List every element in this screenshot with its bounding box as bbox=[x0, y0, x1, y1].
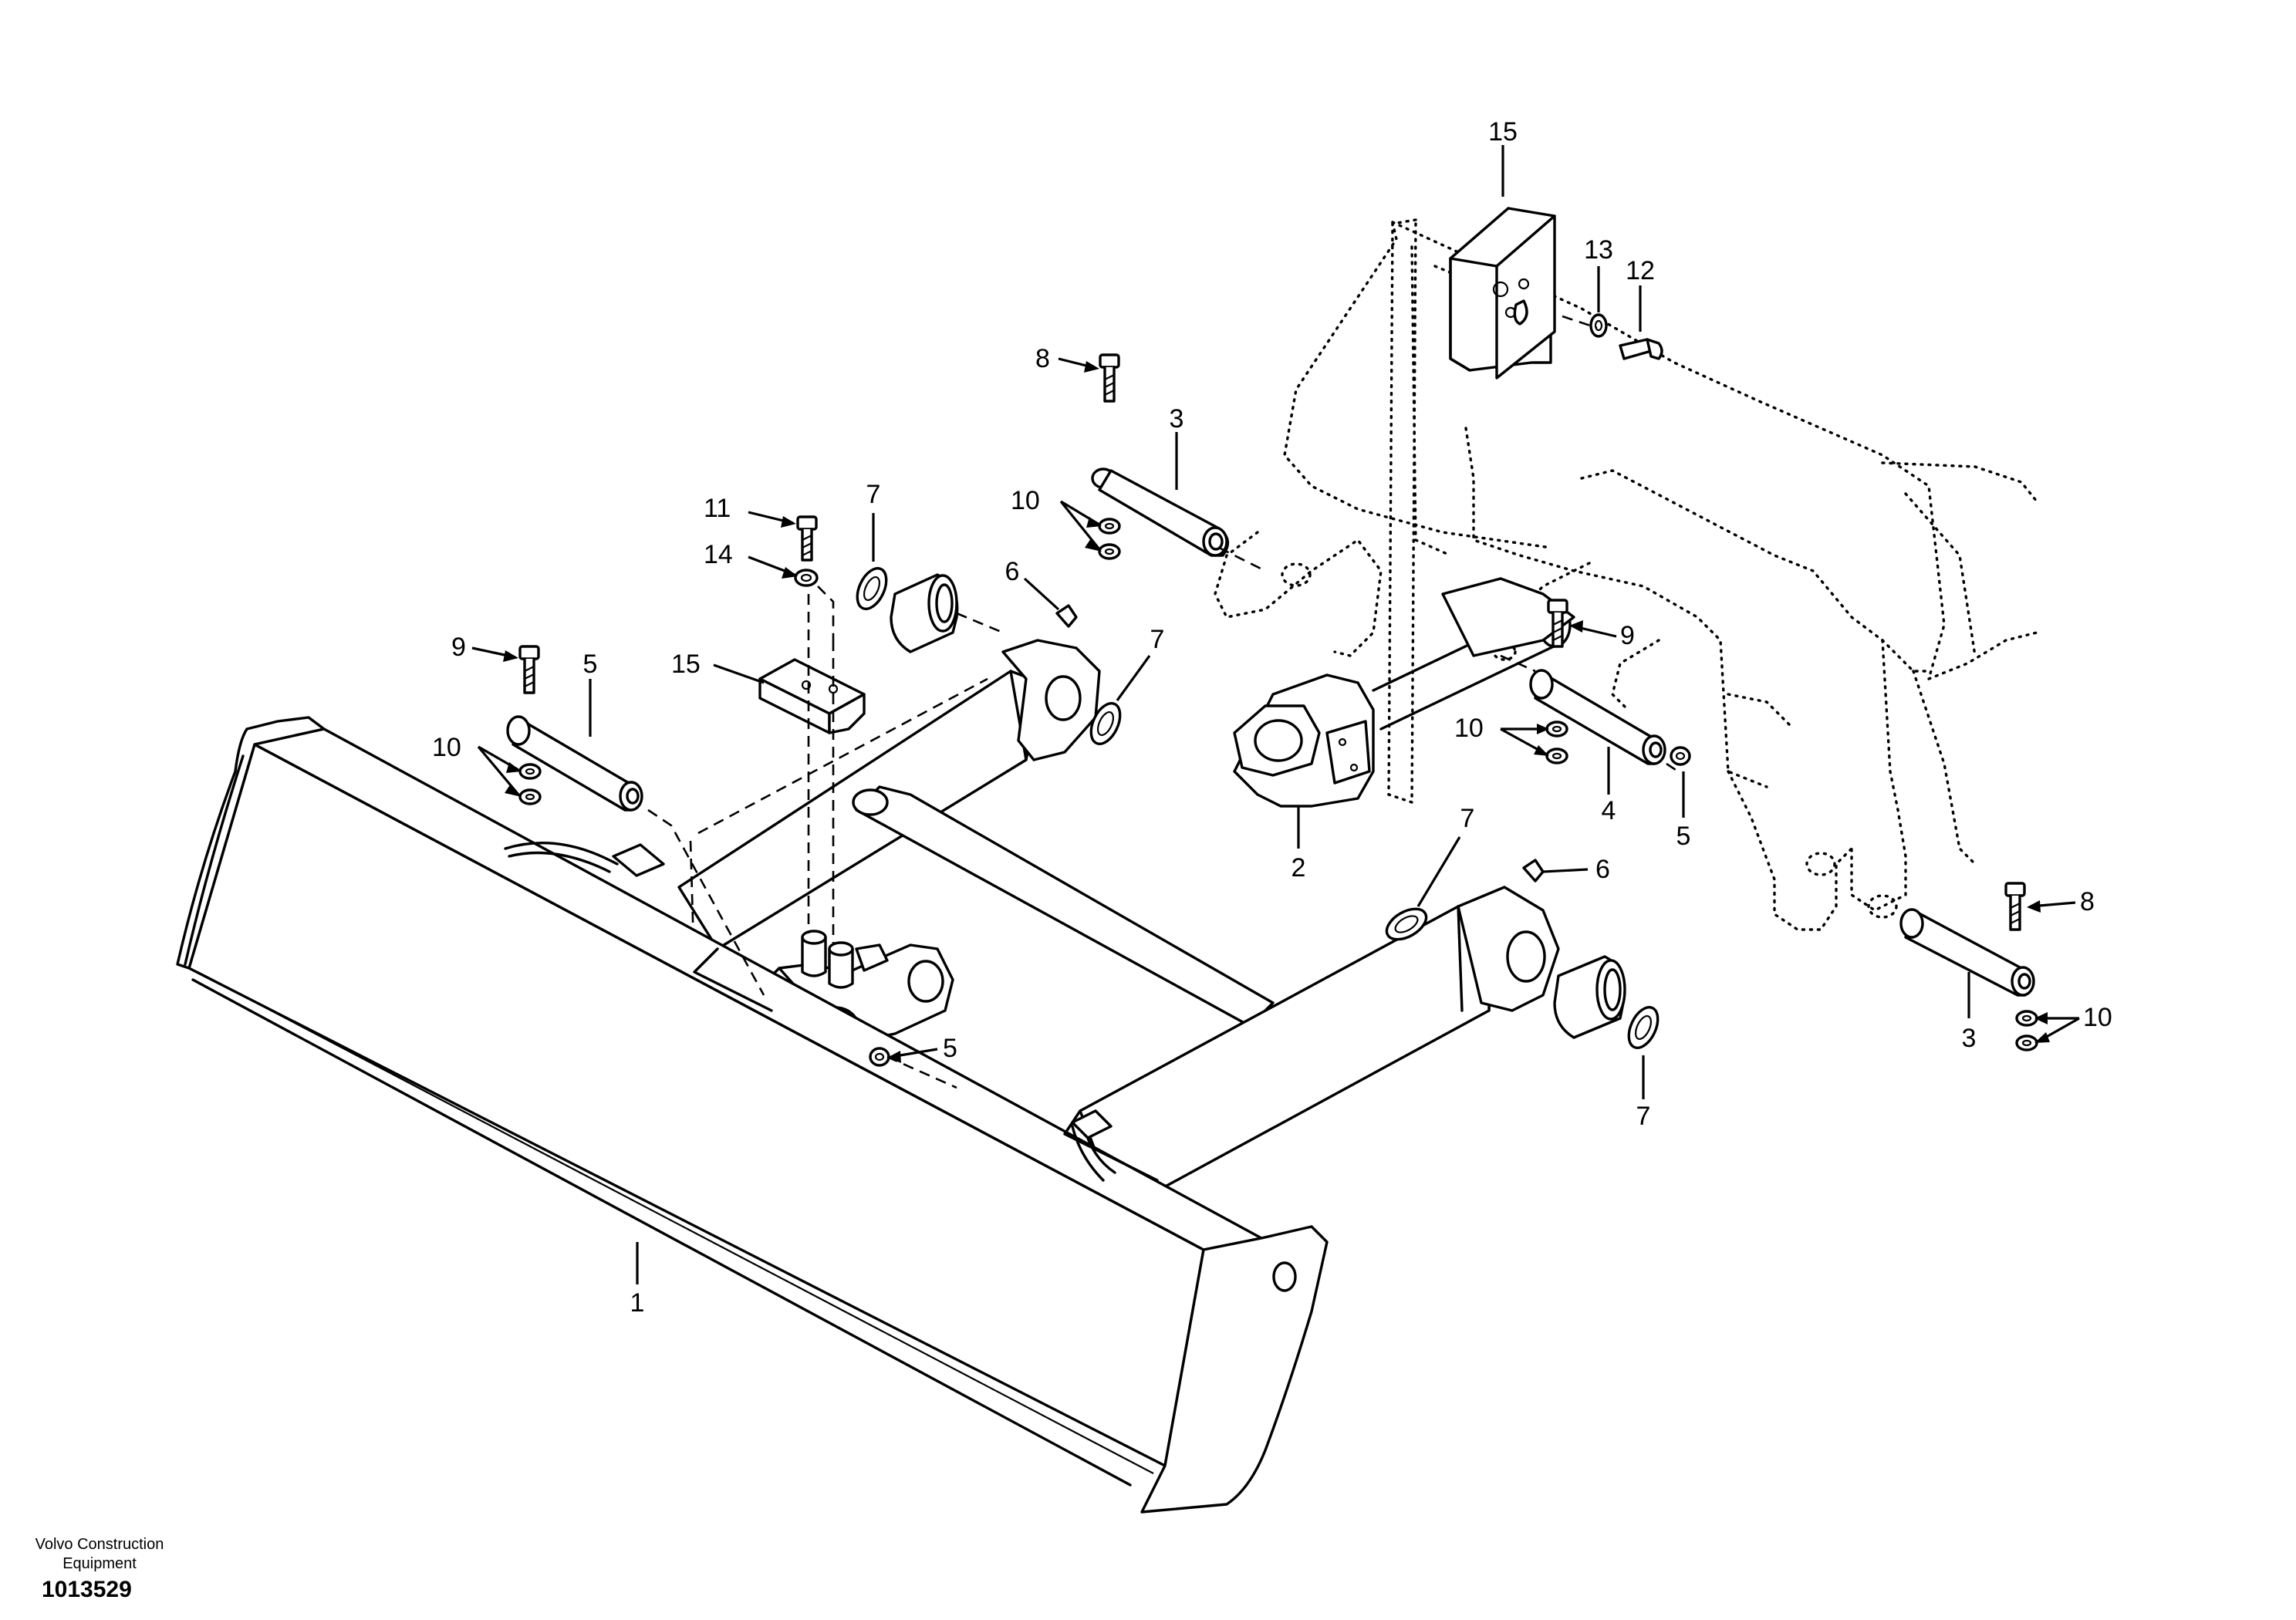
callout-7-d: 7 bbox=[1636, 1102, 1651, 1131]
bushing-lower bbox=[1553, 955, 1626, 1039]
washers bbox=[856, 567, 1660, 1049]
callout-11: 11 bbox=[704, 494, 731, 523]
callout-9-left: 9 bbox=[451, 633, 466, 662]
publisher-line-1: Volvo Construction bbox=[35, 1536, 164, 1553]
callout-15: 15 bbox=[671, 650, 701, 679]
callout-1: 1 bbox=[630, 1288, 645, 1318]
blade-cylinder bbox=[1233, 577, 1575, 808]
callout-2: 2 bbox=[1292, 853, 1306, 883]
callout-4: 4 bbox=[1602, 796, 1616, 825]
callout-14: 15 bbox=[1488, 117, 1518, 147]
callout-8-lower: 8 bbox=[2080, 887, 2095, 916]
assembly-guide-lines bbox=[647, 315, 1679, 1089]
callout-6-upper: 6 bbox=[1005, 557, 1020, 586]
blade-push-frame bbox=[677, 639, 1560, 1267]
callout-10-left: 10 bbox=[432, 733, 461, 762]
pin-4 bbox=[1529, 669, 1666, 765]
callouts: 15 13 12 8 3 10 11 bbox=[432, 117, 2112, 1318]
publisher-caption: Volvo Construction Equipment bbox=[14, 1535, 185, 1574]
callout-6-lower: 6 bbox=[1595, 855, 1610, 884]
callout-10-mid: 10 bbox=[1454, 714, 1484, 743]
dozer-blade bbox=[176, 716, 1329, 1514]
callout-8-upper: 8 bbox=[1035, 344, 1050, 373]
small-bracket bbox=[758, 586, 866, 945]
callout-3-lower: 3 bbox=[1962, 1024, 1977, 1053]
machine-frame-outline bbox=[1214, 218, 2038, 931]
pin-3-lower bbox=[1899, 908, 2035, 997]
callout-13-upper: 13 bbox=[1584, 235, 1613, 265]
callout-5-left: 5 bbox=[583, 650, 598, 679]
nuts-and-small-hardware bbox=[518, 313, 2038, 1067]
bracket-plate bbox=[1449, 207, 1556, 380]
callout-7-b: 7 bbox=[1150, 625, 1165, 654]
pin-5-left bbox=[506, 715, 643, 812]
drawing-number: 1013529 bbox=[42, 1577, 132, 1602]
pin-3-upper bbox=[1091, 467, 1230, 557]
bolts bbox=[518, 338, 2026, 931]
callout-7-a: 7 bbox=[866, 480, 881, 509]
callout-5-right: 5 bbox=[1676, 822, 1691, 851]
callout-9-right: 9 bbox=[1620, 621, 1635, 650]
bushing-upper bbox=[890, 573, 959, 653]
callout-13-lower: 14 bbox=[704, 540, 733, 569]
callout-10-upper: 10 bbox=[1011, 486, 1040, 515]
callout-3-upper: 3 bbox=[1170, 404, 1184, 434]
callout-12: 12 bbox=[1626, 256, 1655, 285]
publisher-line-2: Equipment bbox=[62, 1555, 137, 1572]
callout-7-c: 7 bbox=[1460, 804, 1475, 833]
callout-5-center: 5 bbox=[943, 1034, 957, 1063]
callout-10-lower: 10 bbox=[2083, 1003, 2112, 1032]
